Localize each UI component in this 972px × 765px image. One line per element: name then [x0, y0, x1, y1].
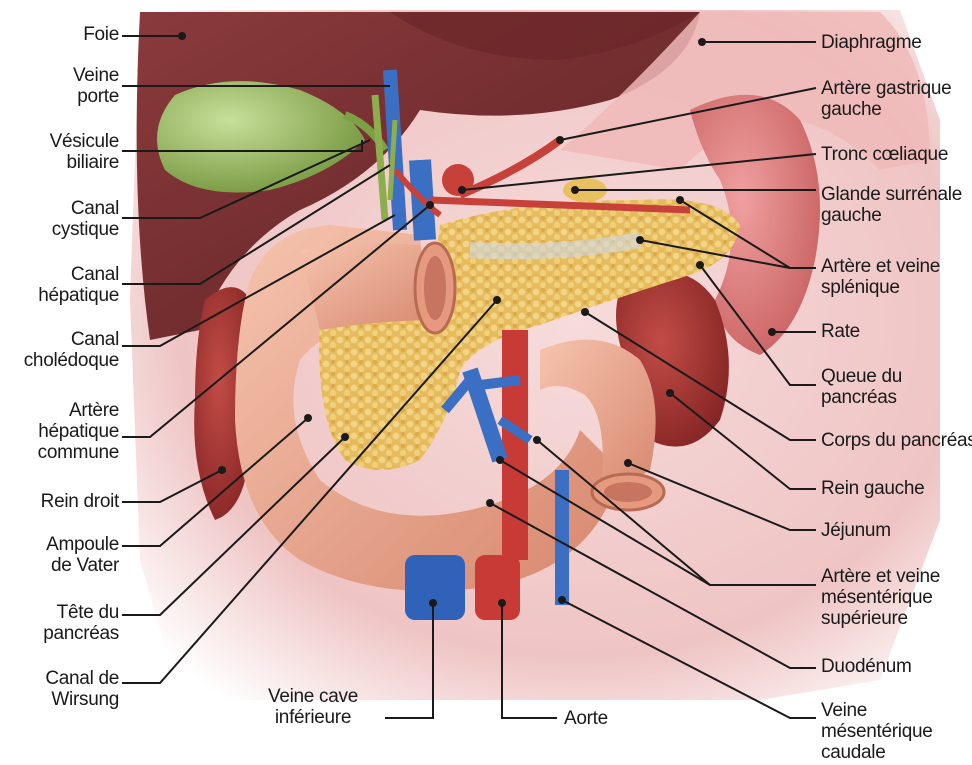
label-ampoule-de-vater: Ampoule de Vater: [46, 534, 119, 576]
duodenum-cut-end: [300, 243, 455, 333]
label-queue-du-pancreas: Queue du pancréas: [821, 366, 902, 408]
label-vesicule-biliaire: Vésicule biliaire: [50, 131, 119, 173]
label-glande-surrenale-gauche: Glande surrénale gauche: [821, 184, 962, 226]
label-diaphragme: Diaphragme: [821, 32, 922, 53]
label-duodenum: Duodénum: [821, 656, 912, 677]
label-canal-choledoque: Canal cholédoque: [24, 329, 119, 371]
label-artere-veine-splenique: Artère et veine splénique: [821, 256, 940, 298]
label-rein-gauche: Rein gauche: [821, 478, 924, 499]
label-foie: Foie: [83, 24, 119, 45]
label-aorte: Aorte: [564, 708, 608, 729]
label-tronc-coeliaque: Tronc cœliaque: [821, 144, 948, 165]
label-tete-du-pancreas: Tête du pancréas: [43, 602, 119, 644]
label-veine-porte: Veine porte: [73, 65, 119, 107]
label-jejunum: Jéjunum: [821, 520, 891, 541]
label-rein-droit: Rein droit: [41, 491, 119, 512]
label-canal-de-wirsung: Canal de Wirsung: [45, 668, 119, 710]
label-rate: Rate: [821, 321, 860, 342]
label-artere-veine-mesenterique-superieure: Artère et veine mésentérique supérieure: [821, 566, 940, 629]
label-artere-hepatique-commune: Artère hépatique commune: [38, 400, 119, 463]
label-veine-mesenterique-caudale: Veine mésentérique caudale: [821, 700, 933, 763]
label-canal-cystique: Canal cystique: [52, 198, 119, 240]
label-canal-hepatique: Canal hépatique: [38, 264, 119, 306]
label-corps-du-pancreas: Corps du pancréas: [821, 430, 972, 451]
label-veine-cave-inferieure: Veine cave inférieure: [268, 686, 358, 728]
label-artere-gastrique-gauche: Artère gastrique gauche: [821, 78, 951, 120]
